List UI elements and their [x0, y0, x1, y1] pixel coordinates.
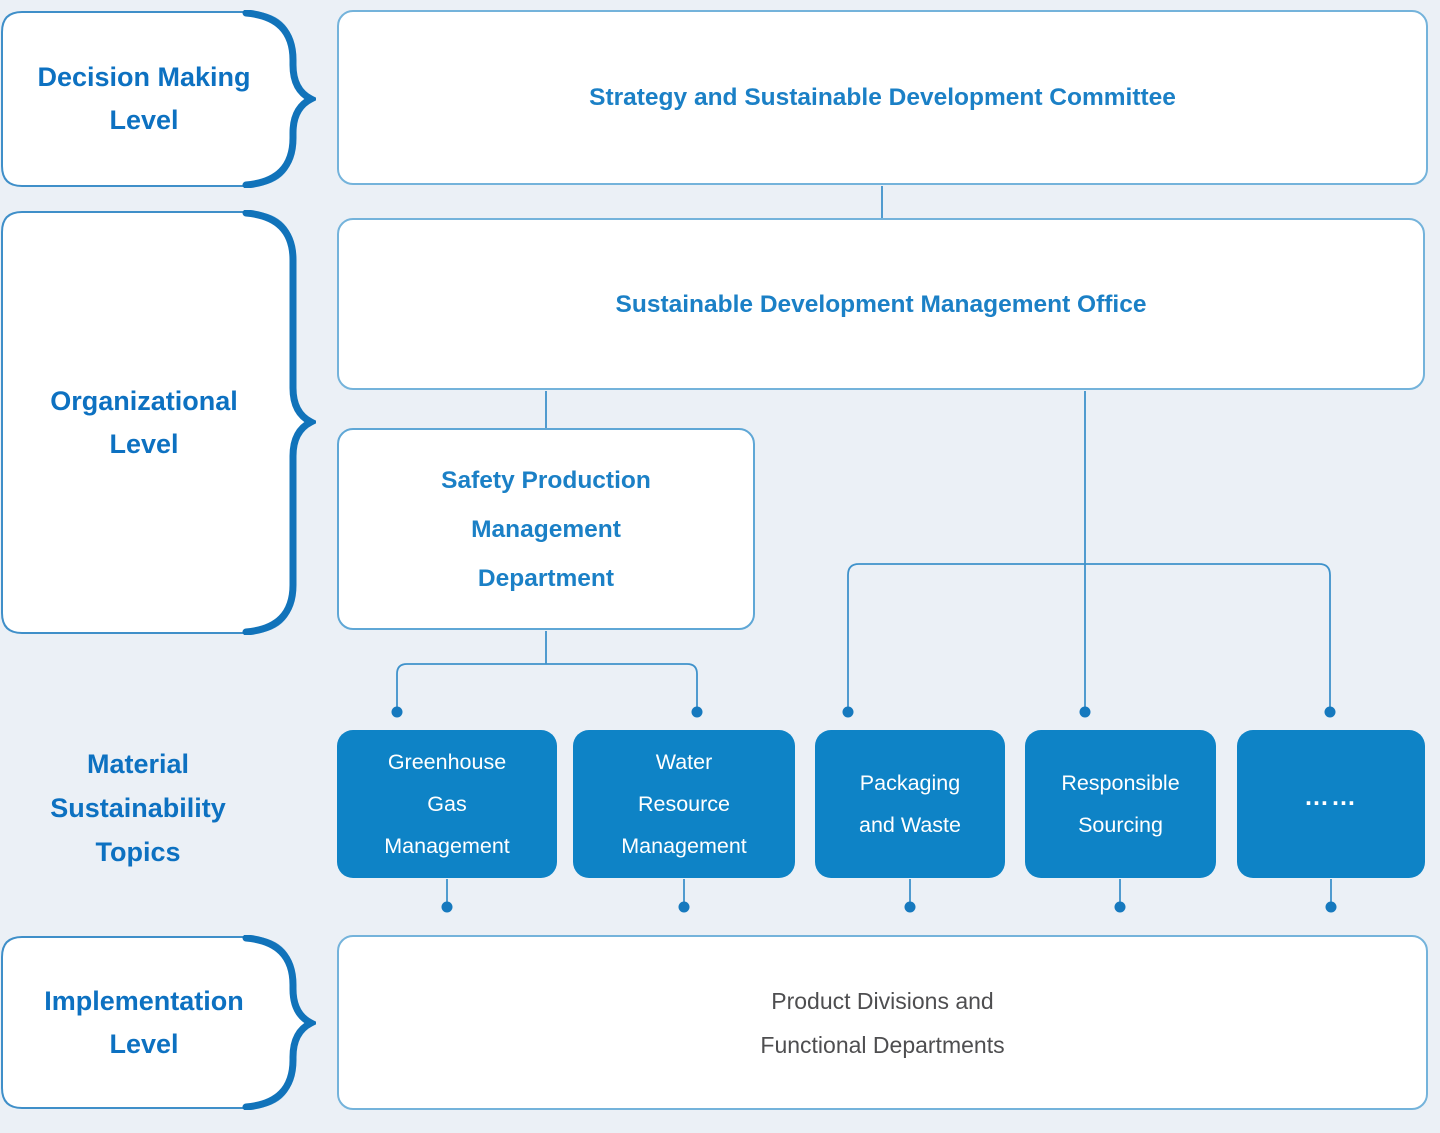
- connector-dot: [842, 706, 854, 718]
- node-title-line: Safety Production: [441, 466, 651, 494]
- node-title-line: Product Divisions and: [771, 987, 994, 1014]
- level-label-line: Sustainability: [50, 793, 226, 823]
- topic-line: Gas: [427, 792, 467, 816]
- connector-dot: [904, 901, 916, 913]
- label-frame-brace: [1, 210, 316, 635]
- node-safety-production-department: Safety Production Management Department: [337, 428, 755, 630]
- node-title-line: Department: [477, 564, 615, 592]
- node-title-line: Management: [471, 515, 621, 543]
- connector-dot: [441, 901, 453, 913]
- connector-dot: [1114, 901, 1126, 913]
- connector-dot: [691, 706, 703, 718]
- label-frame-brace: [1, 935, 316, 1110]
- connector-dot: [1079, 706, 1091, 718]
- topic-box-water-resource-management: Water Resource Management: [573, 730, 795, 878]
- topic-box-packaging-and-waste: Packaging and Waste: [815, 730, 1005, 878]
- node-title-line: Functional Departments: [760, 1031, 1005, 1058]
- connector-dot: [1325, 901, 1337, 913]
- ellipsis-dots: ……: [1304, 783, 1358, 811]
- level-label-line: Topics: [95, 837, 181, 867]
- topic-line: Greenhouse: [387, 750, 507, 774]
- node-title: Sustainable Development Management Offic…: [615, 290, 1147, 318]
- connector-office-branch: [847, 563, 1331, 707]
- connector-dot: [1324, 706, 1336, 718]
- topic-line: and Waste: [859, 813, 961, 837]
- topic-line: Responsible: [1061, 771, 1180, 795]
- node-product-divisions: Product Divisions and Functional Departm…: [337, 935, 1428, 1110]
- label-frame-brace: [1, 10, 316, 188]
- topic-line: Packaging: [859, 771, 961, 795]
- node-strategy-committee: Strategy and Sustainable Development Com…: [337, 10, 1428, 185]
- topic-line: Management: [621, 834, 747, 858]
- topic-line: Water: [655, 750, 713, 774]
- topic-box-greenhouse-gas-management: Greenhouse Gas Management: [337, 730, 557, 878]
- level-label-organizational: Organizational Level: [0, 210, 316, 635]
- level-label-line: Material: [86, 749, 190, 779]
- level-label-implementation: Implementation Level: [0, 935, 316, 1110]
- connector-safety-branch: [396, 663, 698, 707]
- connector-dot: [678, 901, 690, 913]
- connector-dot: [391, 706, 403, 718]
- topic-line: Resource: [637, 792, 730, 816]
- brace-icon: [242, 210, 316, 635]
- brace-icon: [242, 10, 316, 188]
- brace-icon: [242, 935, 316, 1110]
- topic-line: Sourcing: [1078, 813, 1163, 837]
- topic-box-more-topics: ……: [1237, 730, 1425, 878]
- node-title: Strategy and Sustainable Development Com…: [589, 84, 1176, 111]
- topic-line: Management: [384, 834, 510, 858]
- level-label-decision-making: Decision Making Level: [0, 10, 316, 188]
- node-sustainable-development-office: Sustainable Development Management Offic…: [337, 218, 1425, 390]
- topic-box-responsible-sourcing: Responsible Sourcing: [1025, 730, 1216, 878]
- level-label-material-sustainability-topics: Material Sustainability Topics: [0, 742, 300, 874]
